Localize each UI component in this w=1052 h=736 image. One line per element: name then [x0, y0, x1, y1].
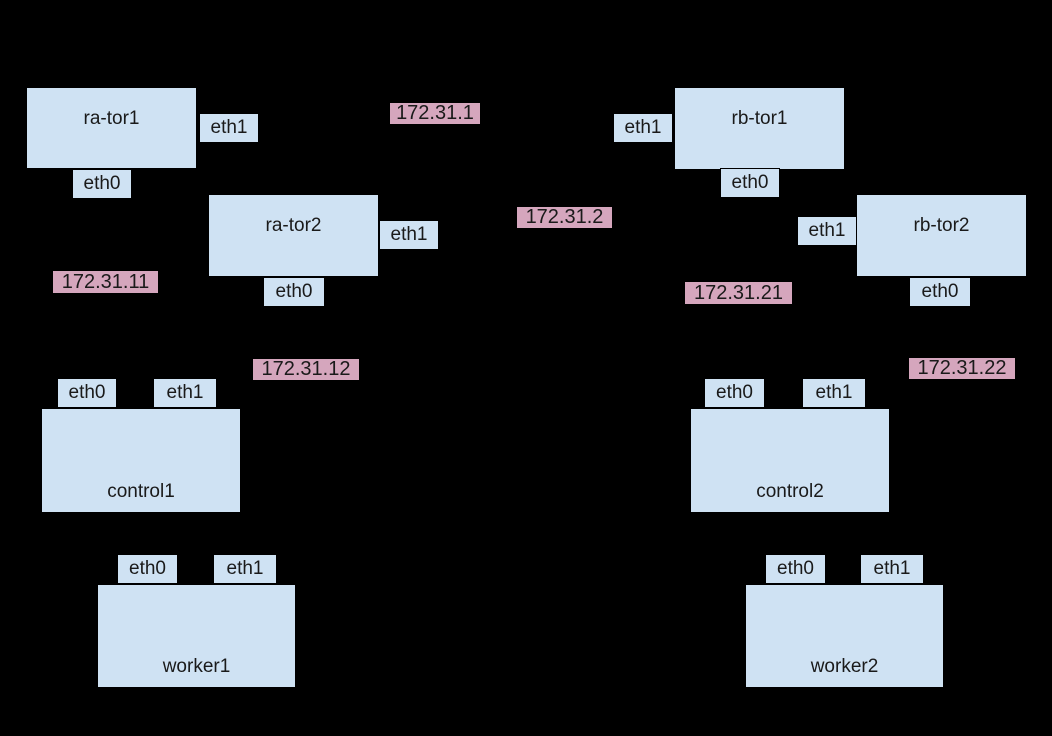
- ip-label-172-31-1: 172.31.1: [390, 102, 480, 124]
- port-ra-tor2-eth0: eth0: [263, 277, 325, 307]
- port-rb-tor2-eth0: eth0: [909, 277, 971, 307]
- node-label-ra-tor2: ra-tor2: [265, 215, 322, 236]
- node-rb-tor1: rb-tor1: [674, 87, 845, 170]
- port-ra-tor2-eth1: eth1: [379, 220, 439, 250]
- port-rb-tor1-eth0: eth0: [720, 168, 780, 198]
- node-label-control1: control1: [107, 481, 175, 502]
- ip-label-172-31-2: 172.31.2: [517, 206, 612, 228]
- ip-label-172-31-21: 172.31.21: [685, 282, 792, 304]
- port-worker2-eth0: eth0: [765, 554, 826, 584]
- node-worker2: worker2: [745, 584, 944, 688]
- port-worker1-eth1: eth1: [213, 554, 277, 584]
- node-ra-tor2: ra-tor2: [208, 194, 379, 277]
- node-label-control2: control2: [756, 481, 824, 502]
- node-label-ra-tor1: ra-tor1: [83, 108, 140, 129]
- node-control1: control1: [41, 408, 241, 513]
- node-label-worker1: worker1: [162, 656, 231, 677]
- port-worker1-eth0: eth0: [117, 554, 178, 584]
- port-control2-eth1: eth1: [802, 378, 866, 408]
- port-control1-eth1: eth1: [153, 378, 217, 408]
- port-rb-tor1-eth1: eth1: [613, 113, 673, 143]
- ip-label-172-31-11: 172.31.11: [53, 271, 158, 293]
- node-ra-tor1: ra-tor1: [26, 87, 197, 169]
- node-label-rb-tor1: rb-tor1: [731, 108, 788, 129]
- node-worker1: worker1: [97, 584, 296, 688]
- port-ra-tor1-eth1: eth1: [199, 113, 259, 143]
- port-worker2-eth1: eth1: [860, 554, 924, 584]
- ip-label-172-31-12: 172.31.12: [253, 358, 359, 380]
- port-control1-eth0: eth0: [57, 378, 117, 408]
- node-label-worker2: worker2: [810, 656, 879, 677]
- port-ra-tor1-eth0: eth0: [72, 169, 132, 199]
- node-label-rb-tor2: rb-tor2: [913, 215, 970, 236]
- node-rb-tor2: rb-tor2: [856, 194, 1027, 277]
- port-rb-tor2-eth1: eth1: [797, 216, 857, 246]
- node-control2: control2: [690, 408, 890, 513]
- ip-label-172-31-22: 172.31.22: [909, 357, 1015, 379]
- port-control2-eth0: eth0: [704, 378, 765, 408]
